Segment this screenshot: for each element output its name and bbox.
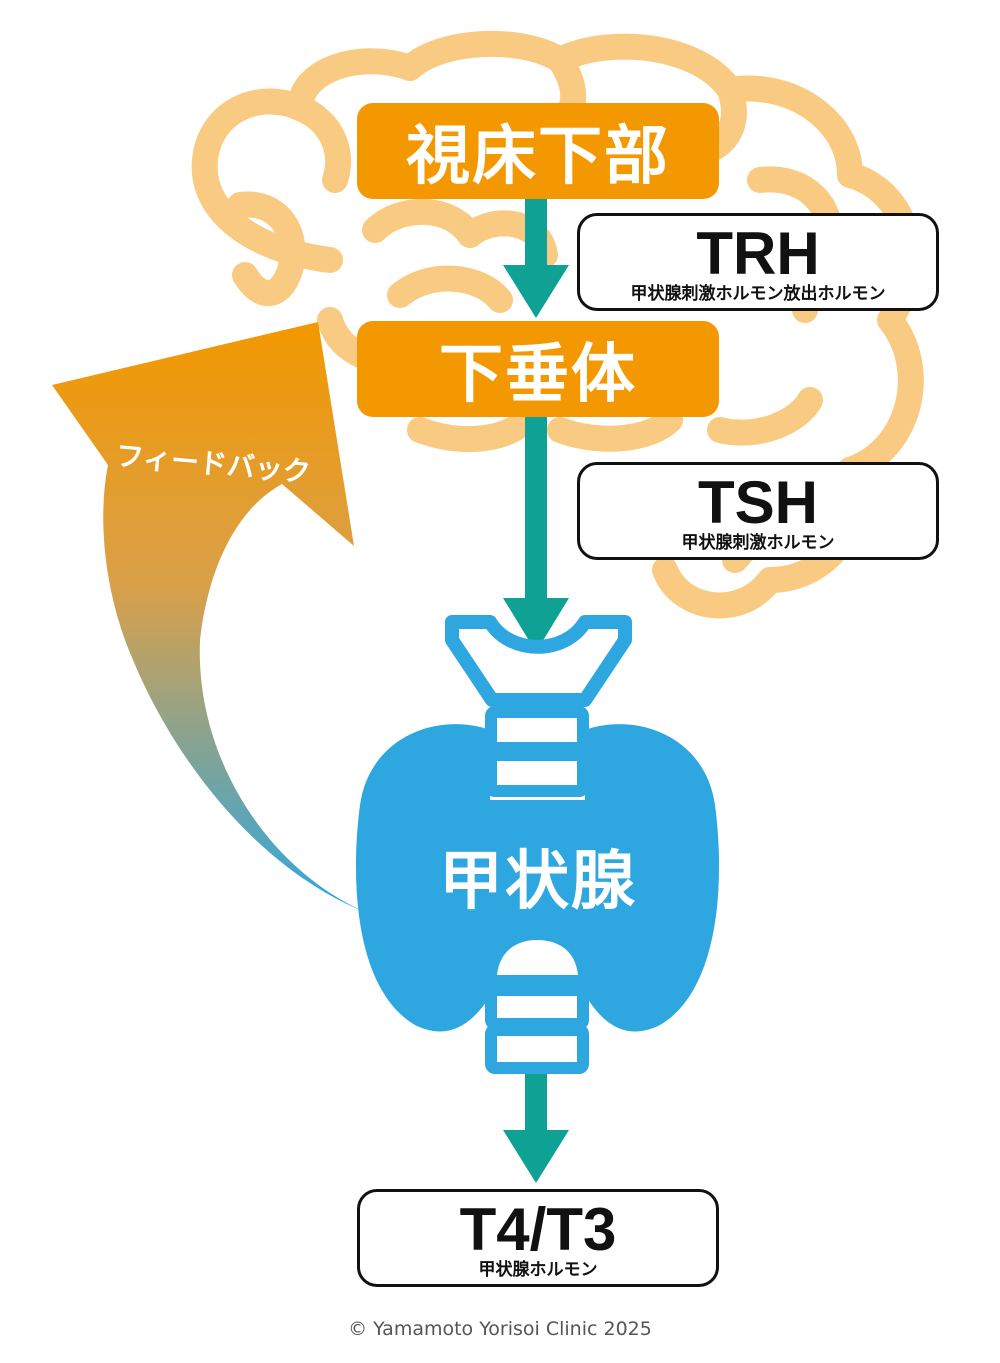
t4t3-abbr: T4/T3 <box>459 1196 617 1263</box>
trh-abbr: TRH <box>696 220 820 287</box>
pituitary-label: 下垂体 <box>439 338 637 412</box>
arrow-pituitary-to-thyroid <box>503 417 569 652</box>
feedback-arrow <box>52 322 365 912</box>
hypothalamus-box: 視床下部 <box>357 103 719 199</box>
t4t3-full-name: 甲状腺ホルモン <box>478 1260 598 1280</box>
thyroid-cartilage <box>445 615 632 707</box>
trachea-lower <box>485 940 589 1074</box>
t4t3-box: T4/T3 甲状腺ホルモン <box>357 1189 719 1287</box>
trh-full-name: 甲状腺刺激ホルモン放出ホルモン <box>630 284 886 304</box>
trh-box: TRH 甲状腺刺激ホルモン放出ホルモン <box>577 213 939 311</box>
tsh-full-name: 甲状腺刺激ホルモン <box>681 533 835 553</box>
copyright-notice: © Yamamoto Yorisoi Clinic 2025 <box>348 1318 652 1340</box>
tsh-abbr: TSH <box>698 469 818 536</box>
thyroid-label: 甲状腺 <box>439 845 637 919</box>
thyroid-gland <box>355 724 720 1032</box>
tsh-box: TSH 甲状腺刺激ホルモン <box>577 462 939 560</box>
arrow-hypothalamus-to-pituitary <box>503 199 569 318</box>
trachea-upper <box>485 706 589 797</box>
pituitary-box: 下垂体 <box>357 321 719 417</box>
arrow-thyroid-to-hormone <box>503 1074 569 1183</box>
hypothalamus-label: 視床下部 <box>406 120 670 194</box>
